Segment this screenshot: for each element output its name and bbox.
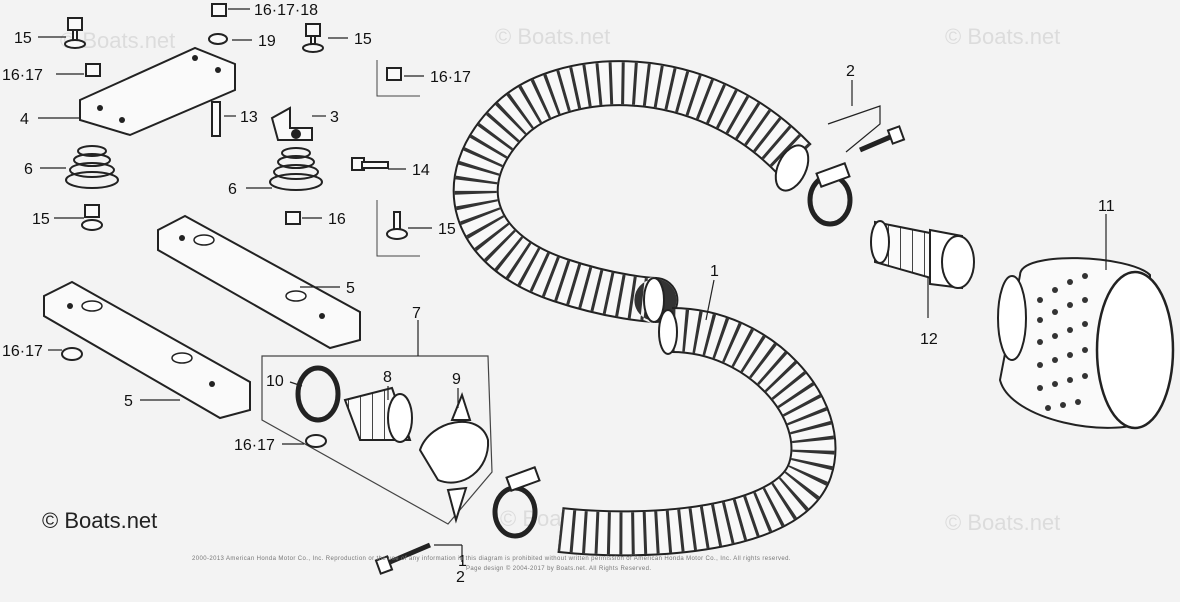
watermark: © Boats.net: [495, 24, 611, 49]
channel-bracket-lower: [43, 280, 251, 420]
callout-label: 16: [328, 211, 346, 228]
hose-clamp-bottom: [374, 466, 541, 575]
bracket-top: [79, 46, 236, 137]
callout-label: 5: [346, 280, 355, 297]
fine-print-line-2: Page design © 2004-2017 by Boats.net. Al…: [466, 566, 652, 572]
callout-label: 15: [32, 211, 50, 228]
callout-label: 19: [258, 33, 276, 50]
callout-label: 2: [456, 569, 465, 586]
callout-label: 8: [383, 369, 392, 386]
callout-label: 14: [412, 162, 430, 179]
hose-clamp-top: [807, 125, 906, 227]
fastener-hardware: [61, 3, 408, 448]
callout-label: 16·17: [234, 437, 275, 454]
watermark: © Boats.net: [945, 510, 1061, 535]
copyright-notice: © Boats.net: [42, 508, 158, 533]
channel-bracket-upper: [157, 214, 361, 350]
callout-label: 16·17: [2, 343, 43, 360]
callout-label: 16·17: [2, 67, 43, 84]
corrugated-hose: [452, 60, 837, 557]
callout-label: 7: [412, 305, 421, 322]
callout-label: 10: [266, 373, 284, 390]
callout-label: 5: [124, 393, 133, 410]
callout-label: 13: [240, 109, 258, 126]
pipe-fitting: [870, 220, 975, 290]
callout-label: 1: [710, 263, 719, 280]
spring-left: [65, 145, 119, 189]
callout-label: 15: [438, 221, 456, 238]
callout-label: 16·17·18: [254, 2, 318, 19]
spring-mid: [269, 147, 323, 191]
kit-outline: [261, 355, 493, 525]
callout-label: 6: [24, 161, 33, 178]
callout-labels: 16·17·18 19 15 15 16·17 16·17 4 13 3 6 6…: [2, 2, 1115, 586]
callout-label: 1: [458, 553, 467, 570]
watermark: © Boats.net: [945, 24, 1061, 49]
fine-print-line-1: 2000-2013 American Honda Motor Co., Inc.…: [192, 556, 791, 562]
callout-label: 15: [14, 30, 32, 47]
leader-lines: [38, 8, 1107, 562]
callout-label: 15: [354, 31, 372, 48]
intake-strainer: [997, 257, 1175, 430]
callout-label: 12: [920, 331, 938, 348]
callout-frames: [376, 60, 420, 257]
callout-label: 3: [330, 109, 339, 126]
callout-label: 9: [452, 371, 461, 388]
callout-label: 11: [1098, 198, 1115, 215]
callout-label: 2: [846, 63, 855, 80]
callout-label: 4: [20, 111, 29, 128]
callout-label: 6: [228, 181, 237, 198]
callout-label: 16·17: [430, 69, 471, 86]
